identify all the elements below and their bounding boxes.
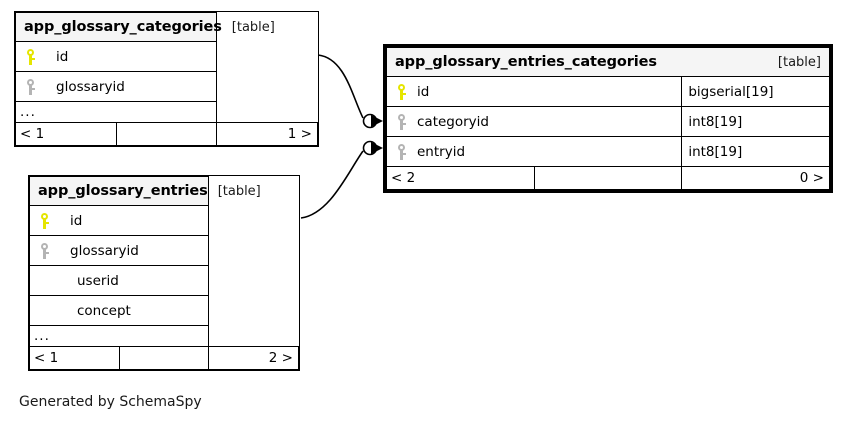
table-title: app_glossary_entries <box>38 183 208 199</box>
more-columns-indicator: ... <box>34 328 50 344</box>
footer-middle-cell <box>535 167 682 189</box>
table-app-glossary-entries[interactable]: app_glossary_entries [table] id <box>28 175 300 371</box>
more-columns-indicator: ... <box>20 104 36 120</box>
table-app-glossary-categories[interactable]: app_glossary_categories [table] id <box>14 11 319 147</box>
diagram-caption: Generated by SchemaSpy <box>19 394 202 410</box>
cardinality-zero-marker <box>362 113 378 129</box>
table-column-row[interactable]: categoryid int8[19] <box>385 106 830 137</box>
outgoing-relations-count: 2 > <box>268 350 293 366</box>
column-type: int8[19] <box>688 113 743 130</box>
footer-middle-cell <box>120 347 209 369</box>
table-column-row[interactable]: glossaryid <box>28 235 299 266</box>
more-columns-row: ... <box>28 325 299 347</box>
column-name: userid <box>77 272 119 289</box>
column-name: entryid <box>417 143 466 160</box>
column-name: categoryid <box>417 113 489 130</box>
table-footer-row: < 1 2 > <box>29 346 299 370</box>
table-header-row: app_glossary_entries [table] <box>28 176 299 206</box>
table-column-row[interactable]: entryid int8[19] <box>385 136 830 167</box>
table-title: app_glossary_entries_categories <box>395 54 657 70</box>
incoming-relations-count: < 1 <box>34 350 59 366</box>
cardinality-zero-marker <box>362 140 378 156</box>
column-name: id <box>56 48 69 65</box>
table-footer-row: < 2 0 > <box>386 166 830 190</box>
footer-middle-cell <box>117 123 217 145</box>
outgoing-relations-count: 1 > <box>287 126 312 142</box>
column-name: glossaryid <box>70 242 139 259</box>
table-header-row: app_glossary_entries_categories [table] <box>386 47 830 77</box>
table-column-row[interactable]: id bigserial[19] <box>385 76 830 107</box>
foreign-key-icon <box>23 78 39 96</box>
column-name: id <box>70 212 83 229</box>
column-type: int8[19] <box>688 143 743 160</box>
primary-key-icon <box>37 212 53 230</box>
foreign-key-icon <box>394 113 410 131</box>
cardinality-many-arrow <box>371 142 383 154</box>
more-columns-row: ... <box>14 101 318 123</box>
table-type-tag: [table] <box>217 183 261 199</box>
table-app-glossary-entries-categories[interactable]: app_glossary_entries_categories [table] … <box>383 44 833 193</box>
column-name: concept <box>77 302 131 319</box>
table-column-row[interactable]: glossaryid <box>14 71 318 102</box>
primary-key-icon <box>23 48 39 66</box>
table-column-row[interactable]: concept <box>28 295 299 326</box>
table-footer-row: < 1 1 > <box>15 122 318 146</box>
incoming-relations-count: < 1 <box>20 126 45 142</box>
primary-key-icon <box>394 83 410 101</box>
table-column-row[interactable]: id <box>28 205 299 236</box>
incoming-relations-count: < 2 <box>391 170 416 186</box>
table-type-tag: [table] <box>231 19 275 35</box>
table-column-row[interactable]: userid <box>28 265 299 296</box>
table-header-row: app_glossary_categories [table] <box>14 12 318 42</box>
table-column-row[interactable]: id <box>14 41 318 72</box>
foreign-key-icon <box>37 242 53 260</box>
table-title: app_glossary_categories <box>24 19 222 35</box>
relationship-categories-to-entries-categories <box>317 54 383 129</box>
outgoing-relations-count: 0 > <box>799 170 824 186</box>
column-name: id <box>417 83 430 100</box>
relationship-entries-to-entries-categories <box>300 140 383 219</box>
table-type-tag: [table] <box>777 54 821 70</box>
cardinality-many-arrow <box>371 115 383 127</box>
foreign-key-icon <box>394 143 410 161</box>
column-name: glossaryid <box>56 78 125 95</box>
column-type: bigserial[19] <box>688 83 774 100</box>
